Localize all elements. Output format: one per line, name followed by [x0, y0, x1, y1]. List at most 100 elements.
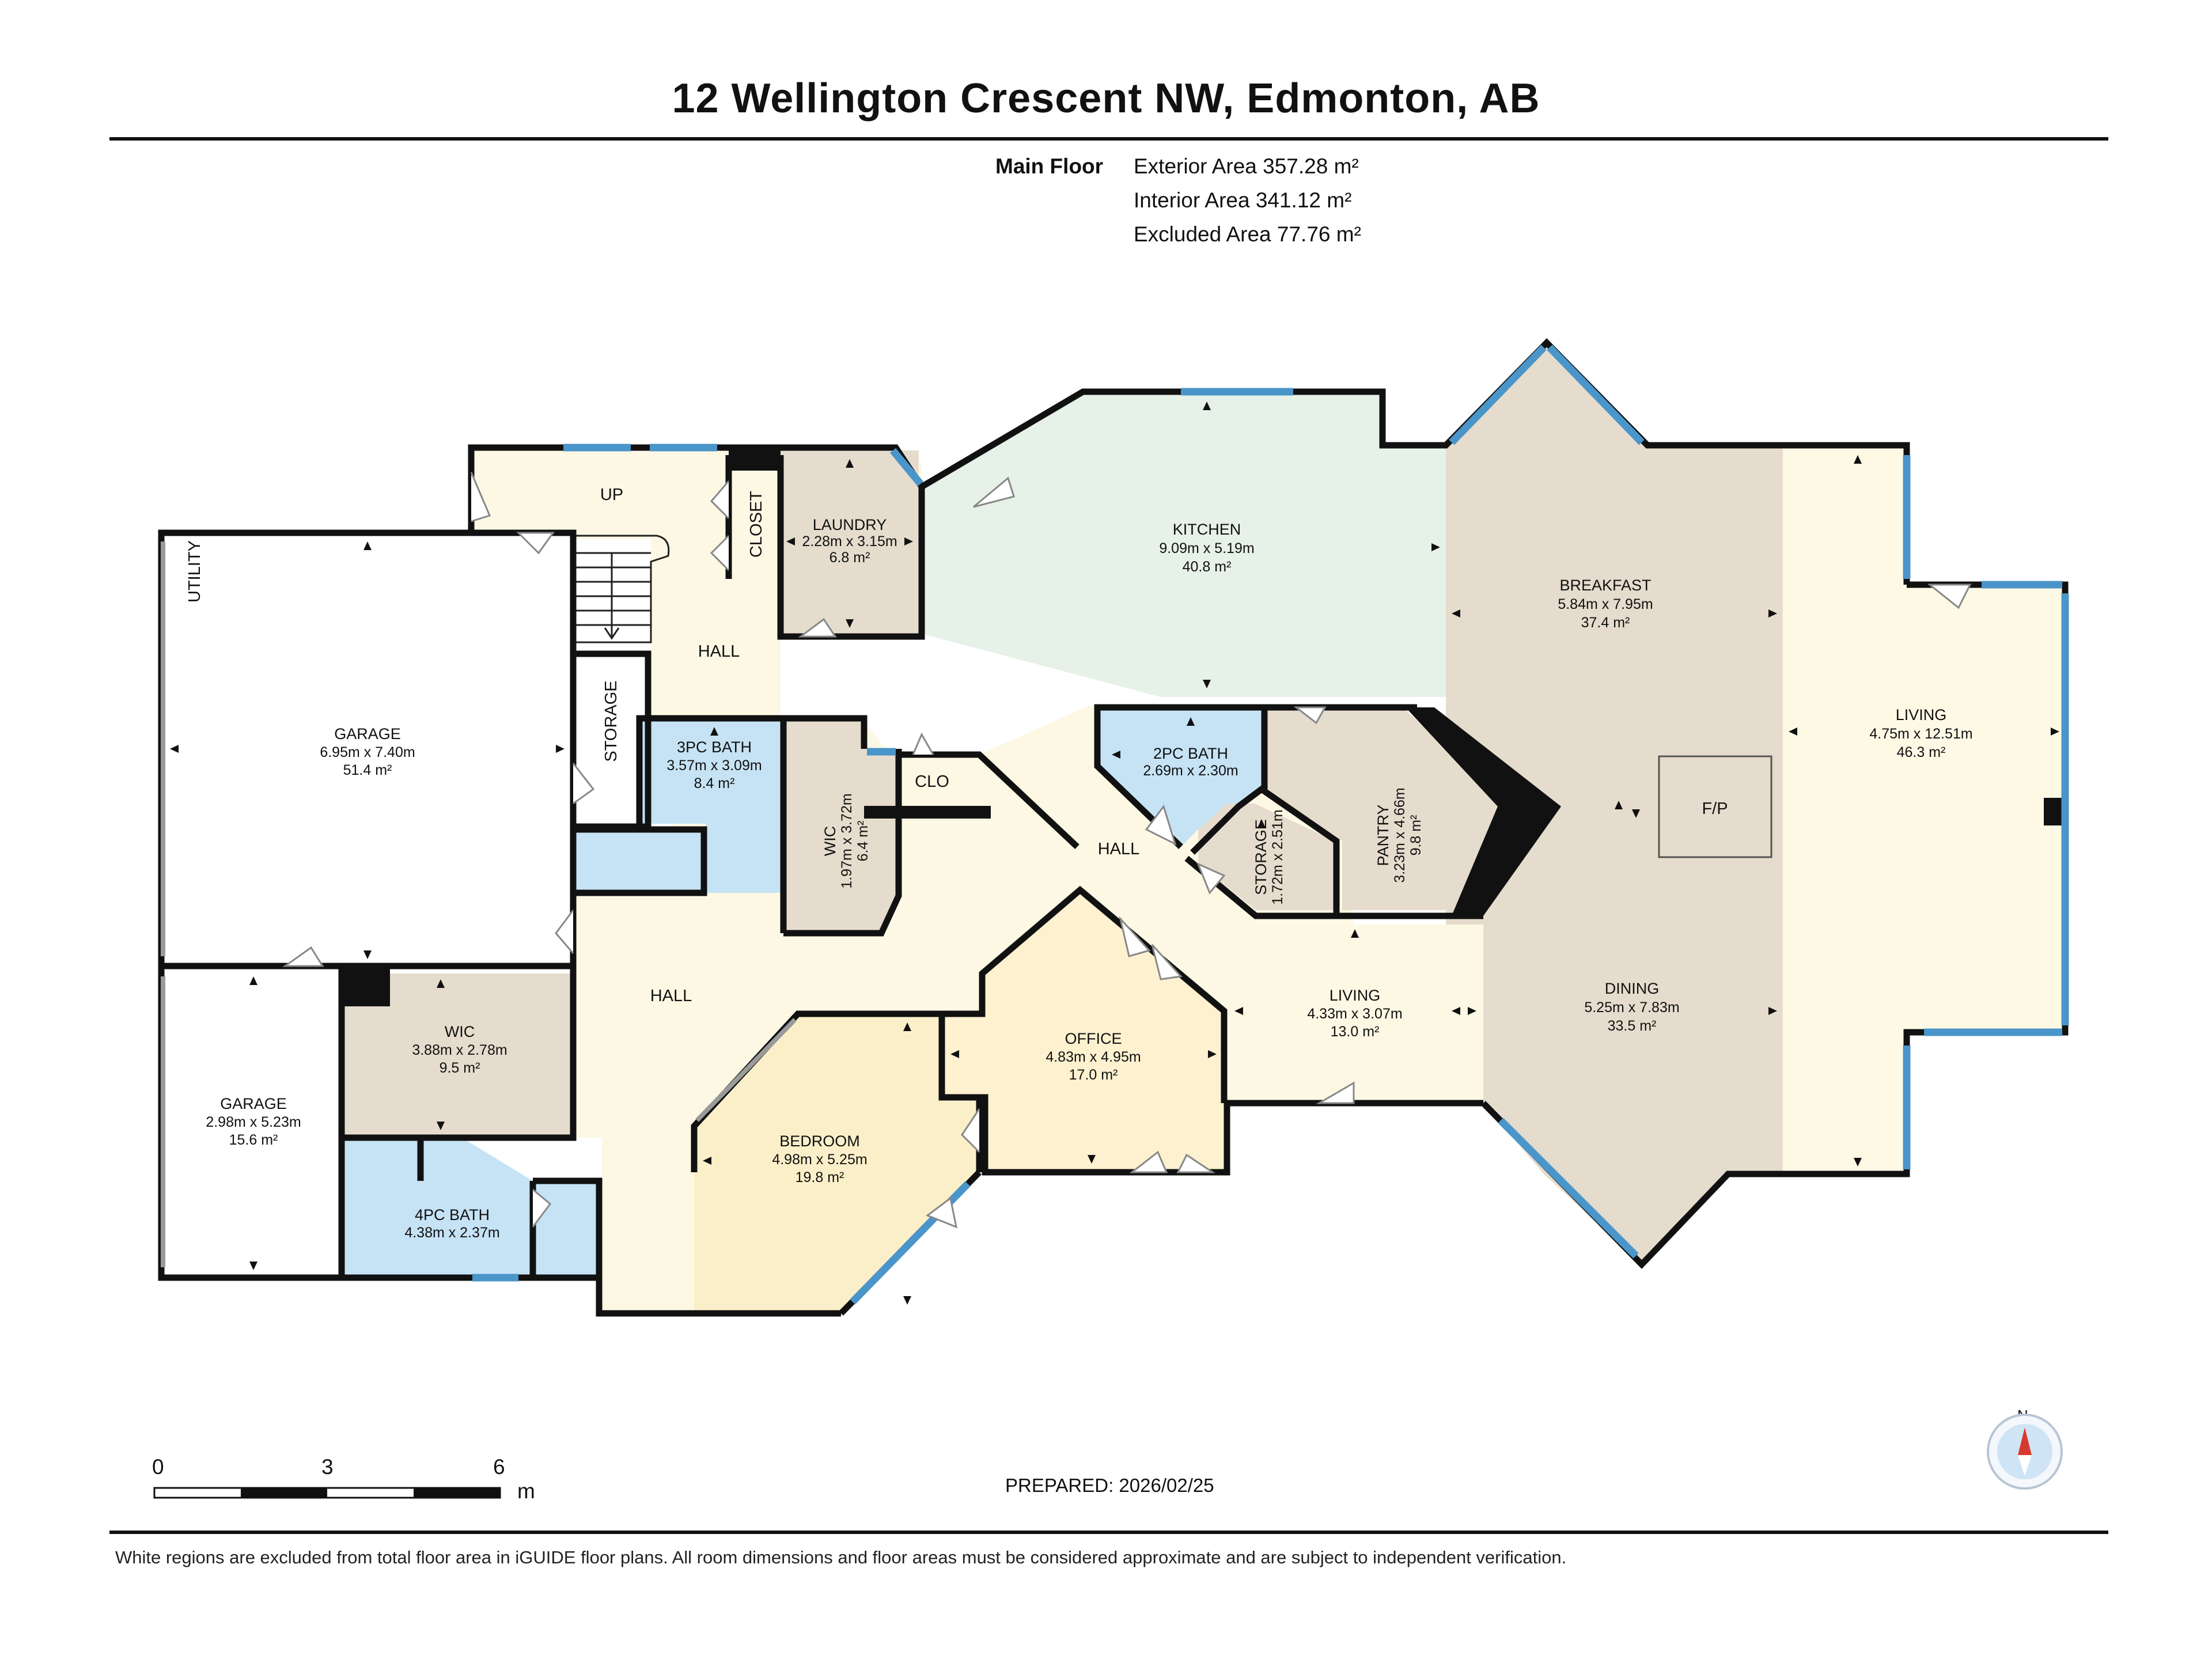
door-20	[1176, 1153, 1215, 1173]
grey-windows	[161, 541, 797, 1267]
garage-main-name: GARAGE	[334, 725, 401, 743]
bath-3pc-dim: 3.57m x 3.09m	[666, 757, 762, 774]
room-fills	[161, 343, 2065, 1313]
pantry-name: PANTRY	[1374, 804, 1392, 866]
pantry-dim: 3.23m x 4.66m	[1392, 787, 1408, 882]
laundry-chase	[729, 448, 781, 471]
up-label: UP	[600, 486, 623, 504]
bath-2pc-dim: 2.69m x 2.30m	[1143, 763, 1238, 779]
disclaimer-text: White regions are excluded from total fl…	[115, 1547, 1567, 1567]
door-3	[572, 763, 595, 805]
office-area	[942, 890, 1224, 1172]
breakfast-name: BREAKFAST	[1559, 577, 1651, 594]
windows	[472, 344, 2069, 1305]
office-name: OFFICE	[1065, 1030, 1122, 1047]
room-labels: KITCHEN 9.09m x 5.19m 40.8 m² BREAKFAST …	[206, 486, 1972, 1241]
prepared-date: PREPARED: 2026/02/25	[1005, 1475, 1214, 1496]
floor-label: Main Floor	[995, 154, 1104, 178]
bottom-divider	[109, 1531, 2108, 1534]
living-east-area-text: 46.3 m²	[1897, 744, 1946, 760]
window-breakfast-ne	[1547, 344, 1645, 445]
living-center-dim: 4.33m x 3.07m	[1307, 1006, 1402, 1022]
office-dim: 4.83m x 4.95m	[1046, 1049, 1141, 1065]
interior-area: Interior Area 341.12 m²	[1134, 188, 1352, 212]
office-area-text: 17.0 m²	[1069, 1067, 1118, 1083]
storage-small-dim: 1.72m x 2.51m	[1270, 809, 1286, 904]
door-swings	[282, 472, 1972, 1229]
door-12	[1145, 804, 1177, 846]
bath-3pc-name: 3PC BATH	[677, 738, 752, 756]
garage-small-area	[161, 969, 342, 1274]
door-9	[973, 476, 1015, 508]
door-2	[516, 532, 555, 555]
exterior-area: Exterior Area 357.28 m²	[1134, 154, 1359, 178]
wic-south-chase	[344, 969, 390, 1006]
garage-small-name: GARAGE	[220, 1095, 287, 1112]
wic-center-name: WIC	[821, 826, 839, 856]
bath-3pc-tub-area	[576, 830, 704, 890]
bedroom-name: BEDROOM	[779, 1132, 860, 1150]
scale-unit: m	[517, 1479, 535, 1503]
fireplace-box	[1658, 755, 1772, 858]
living-east-area	[1783, 445, 2065, 1174]
wic-south-dim: 3.88m x 2.78m	[412, 1042, 507, 1058]
door-1	[470, 472, 491, 522]
window-laundry	[889, 448, 924, 487]
door-16	[961, 1108, 980, 1153]
laundry-dim: 2.28m x 3.15m	[802, 533, 897, 550]
bath-3pc-area-text: 8.4 m²	[694, 775, 735, 791]
storage-small-name: STORAGE	[1252, 819, 1270, 895]
excluded-area: Excluded Area 77.76 m²	[1134, 222, 1361, 246]
garage-small-dim: 2.98m x 5.23m	[206, 1114, 301, 1130]
door-14	[1119, 915, 1151, 957]
pantry-area-text: 9.8 m²	[1408, 815, 1424, 856]
dining-dim: 5.25m x 7.83m	[1584, 999, 1679, 1016]
garage-main-area	[161, 531, 570, 964]
bath-4pc-name: 4PC BATH	[415, 1206, 490, 1224]
wic-center-label: WIC 1.97m x 3.72m 6.4 m²	[821, 793, 871, 888]
breakfast-area-text: 37.4 m²	[1581, 615, 1630, 631]
window-breakfast-nw	[1449, 344, 1547, 445]
door-19	[1129, 1150, 1168, 1173]
garage-main-dim: 6.95m x 7.40m	[320, 744, 415, 760]
living-center-area-text: 13.0 m²	[1331, 1024, 1380, 1040]
bedroom-area	[694, 1014, 979, 1313]
living-center-name: LIVING	[1330, 987, 1381, 1004]
door-8	[798, 618, 837, 638]
hall-north-label: HALL	[698, 642, 740, 661]
bath-2pc-name: 2PC BATH	[1153, 745, 1228, 762]
clo-label: CLO	[915, 772, 949, 791]
plan-title: 12 Wellington Crescent NW, Edmonton, AB	[672, 75, 1540, 122]
wic-center-area	[783, 718, 899, 933]
scale-tick-6: 6	[493, 1455, 505, 1479]
dining-name: DINING	[1605, 980, 1660, 997]
laundry-area-text: 6.8 m²	[830, 550, 870, 566]
bath-3pc-tub-walls	[573, 826, 707, 896]
hall-west-label: HALL	[650, 987, 692, 1005]
garage-main-area-text: 51.4 m²	[343, 762, 392, 778]
breakfast-dining-area	[1446, 343, 1783, 1264]
stair-outline	[576, 535, 670, 643]
living-east-dim: 4.75m x 12.51m	[1869, 726, 1972, 742]
scale-bar	[153, 1487, 501, 1499]
door-18	[532, 1188, 552, 1228]
dining-area-text: 33.5 m²	[1608, 1018, 1657, 1034]
laundry-area	[781, 450, 919, 635]
utility-label: UTILITY	[185, 540, 204, 603]
storage-small-walls	[1190, 785, 1340, 913]
wic-center-area-text: 6.4 m²	[855, 821, 871, 862]
wic-south-name: WIC	[445, 1023, 475, 1040]
wic-center-dim: 1.97m x 3.72m	[839, 793, 855, 888]
bath-3pc-area	[639, 718, 781, 893]
window-dining-sw	[1498, 1118, 1639, 1259]
door-7	[710, 535, 730, 571]
fireplace-label: F/P	[1702, 800, 1728, 818]
window-bedroom-nw	[695, 1018, 797, 1122]
kitchen-name: KITCHEN	[1173, 521, 1241, 538]
top-divider	[109, 137, 2108, 141]
wic-center-walls	[783, 749, 902, 937]
kitchen-area-text: 40.8 m²	[1183, 559, 1232, 575]
closet-area	[729, 450, 779, 577]
breakfast-dim: 5.84m x 7.95m	[1558, 596, 1653, 612]
door-17	[925, 1196, 958, 1229]
